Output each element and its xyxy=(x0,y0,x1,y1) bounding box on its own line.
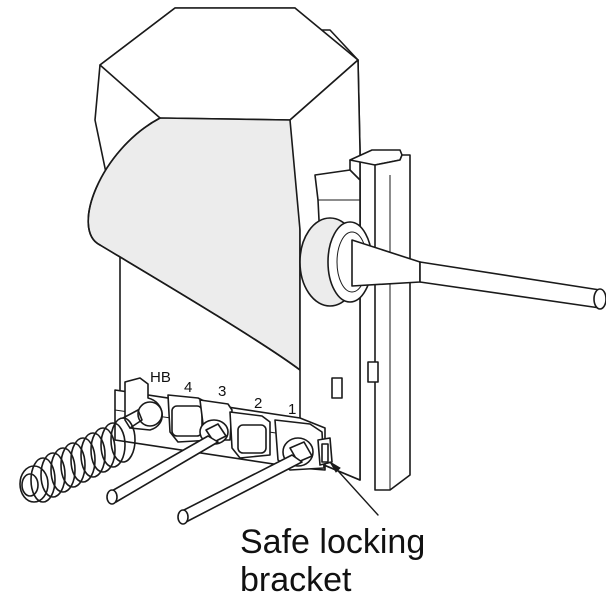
slot-label-2: 2 xyxy=(254,395,262,412)
antenna-cable-1 xyxy=(177,441,313,525)
callout-line-2: bracket xyxy=(240,561,352,597)
device-housing xyxy=(87,7,361,481)
callout-arrow xyxy=(329,461,379,516)
slot-2 xyxy=(229,411,271,459)
callout-line-1: Safe locking xyxy=(240,523,425,561)
housing-slot-detail xyxy=(331,377,343,399)
mounting-rail xyxy=(349,149,411,491)
antenna-cable-3 xyxy=(106,423,227,505)
slot-hb xyxy=(124,377,163,431)
slot-label-3: 3 xyxy=(218,383,226,400)
slot-label-1: 1 xyxy=(288,401,296,418)
safe-locking-bracket xyxy=(317,437,333,466)
side-cable-gland xyxy=(299,169,606,310)
slot-label-hb: HB xyxy=(150,369,171,386)
coil-antenna xyxy=(19,409,143,503)
slot-label-4: 4 xyxy=(184,379,192,396)
